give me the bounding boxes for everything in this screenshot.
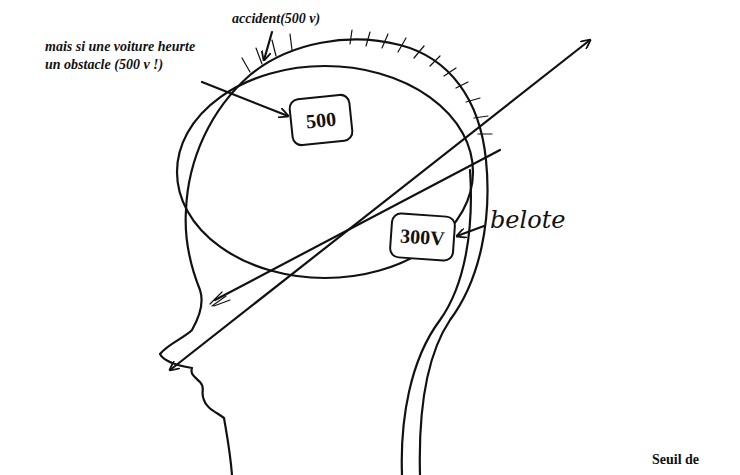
value-box: 300V xyxy=(388,212,456,262)
diagonal-arrow xyxy=(170,40,590,370)
caption-fragment: Seuil de xyxy=(652,452,699,468)
leader-arrow xyxy=(264,32,272,60)
box-value: 500 xyxy=(305,107,337,133)
leader-arrow xyxy=(202,82,288,116)
box-value: 300V xyxy=(400,224,446,250)
note-text: mais si une voiture heurte un obstacle (… xyxy=(45,38,200,73)
handwritten-label: belote xyxy=(490,206,566,234)
value-box: 500 xyxy=(288,93,355,147)
note-text: accident(500 v) xyxy=(232,10,320,28)
hair-hatching xyxy=(242,30,492,134)
head-profile xyxy=(160,39,488,475)
brain-outline xyxy=(177,66,473,278)
diagonal-line xyxy=(215,150,500,300)
leader-arrow xyxy=(457,226,484,236)
